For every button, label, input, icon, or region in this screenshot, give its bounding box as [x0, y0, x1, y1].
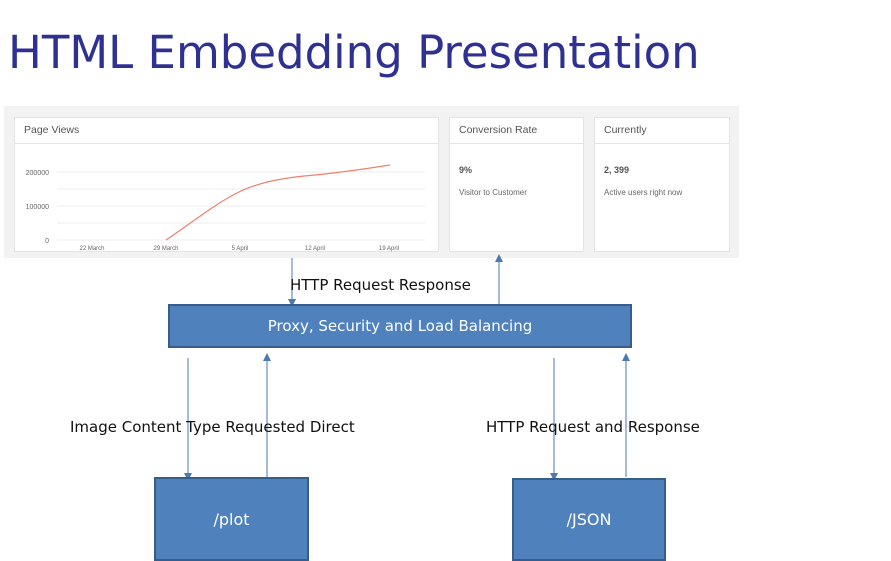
json-box-label: /JSON	[566, 510, 612, 529]
x-tick-label: 19 April	[379, 246, 399, 252]
currently-title: Currently	[595, 118, 729, 144]
plot-box: /plot	[154, 477, 309, 561]
http-request-response-label: HTTP Request Response	[290, 276, 471, 294]
conversion-rate-card: Conversion Rate 9% Visitor to Customer	[449, 117, 584, 252]
currently-value: 2, 399	[604, 165, 630, 175]
dashboard-panel: Page Views 200000 100000 0 22 March 29 M…	[4, 106, 739, 258]
y-tick-label: 0	[45, 238, 49, 245]
page-views-title: Page Views	[15, 118, 438, 144]
conversion-rate-caption: Visitor to Customer	[459, 188, 527, 197]
conversion-rate-title: Conversion Rate	[450, 118, 583, 144]
currently-caption: Active users right now	[604, 188, 683, 197]
x-tick-label: 5 April	[232, 246, 249, 252]
image-direct-label: Image Content Type Requested Direct	[70, 418, 355, 436]
json-box: /JSON	[512, 478, 666, 561]
proxy-box: Proxy, Security and Load Balancing	[168, 304, 632, 348]
y-tick-label: 200000	[26, 170, 49, 177]
proxy-box-label: Proxy, Security and Load Balancing	[267, 317, 533, 335]
http-request-and-response-label: HTTP Request and Response	[486, 418, 700, 436]
y-tick-label: 100000	[26, 204, 49, 211]
currently-card: Currently 2, 399 Active users right now	[594, 117, 730, 252]
page-views-chart: 200000 100000 0 22 March 29 March 5 Apri…	[26, 164, 425, 252]
conversion-rate-value: 9%	[459, 165, 473, 175]
x-tick-label: 22 March	[79, 246, 104, 252]
plot-box-label: /plot	[213, 509, 250, 529]
x-tick-label: 12 April	[305, 246, 325, 252]
page-views-line	[165, 164, 391, 241]
page-views-card: Page Views 200000 100000 0 22 March 29 M…	[14, 117, 439, 252]
slide-title: HTML Embedding Presentation	[8, 26, 700, 79]
x-tick-label: 29 March	[153, 246, 178, 252]
